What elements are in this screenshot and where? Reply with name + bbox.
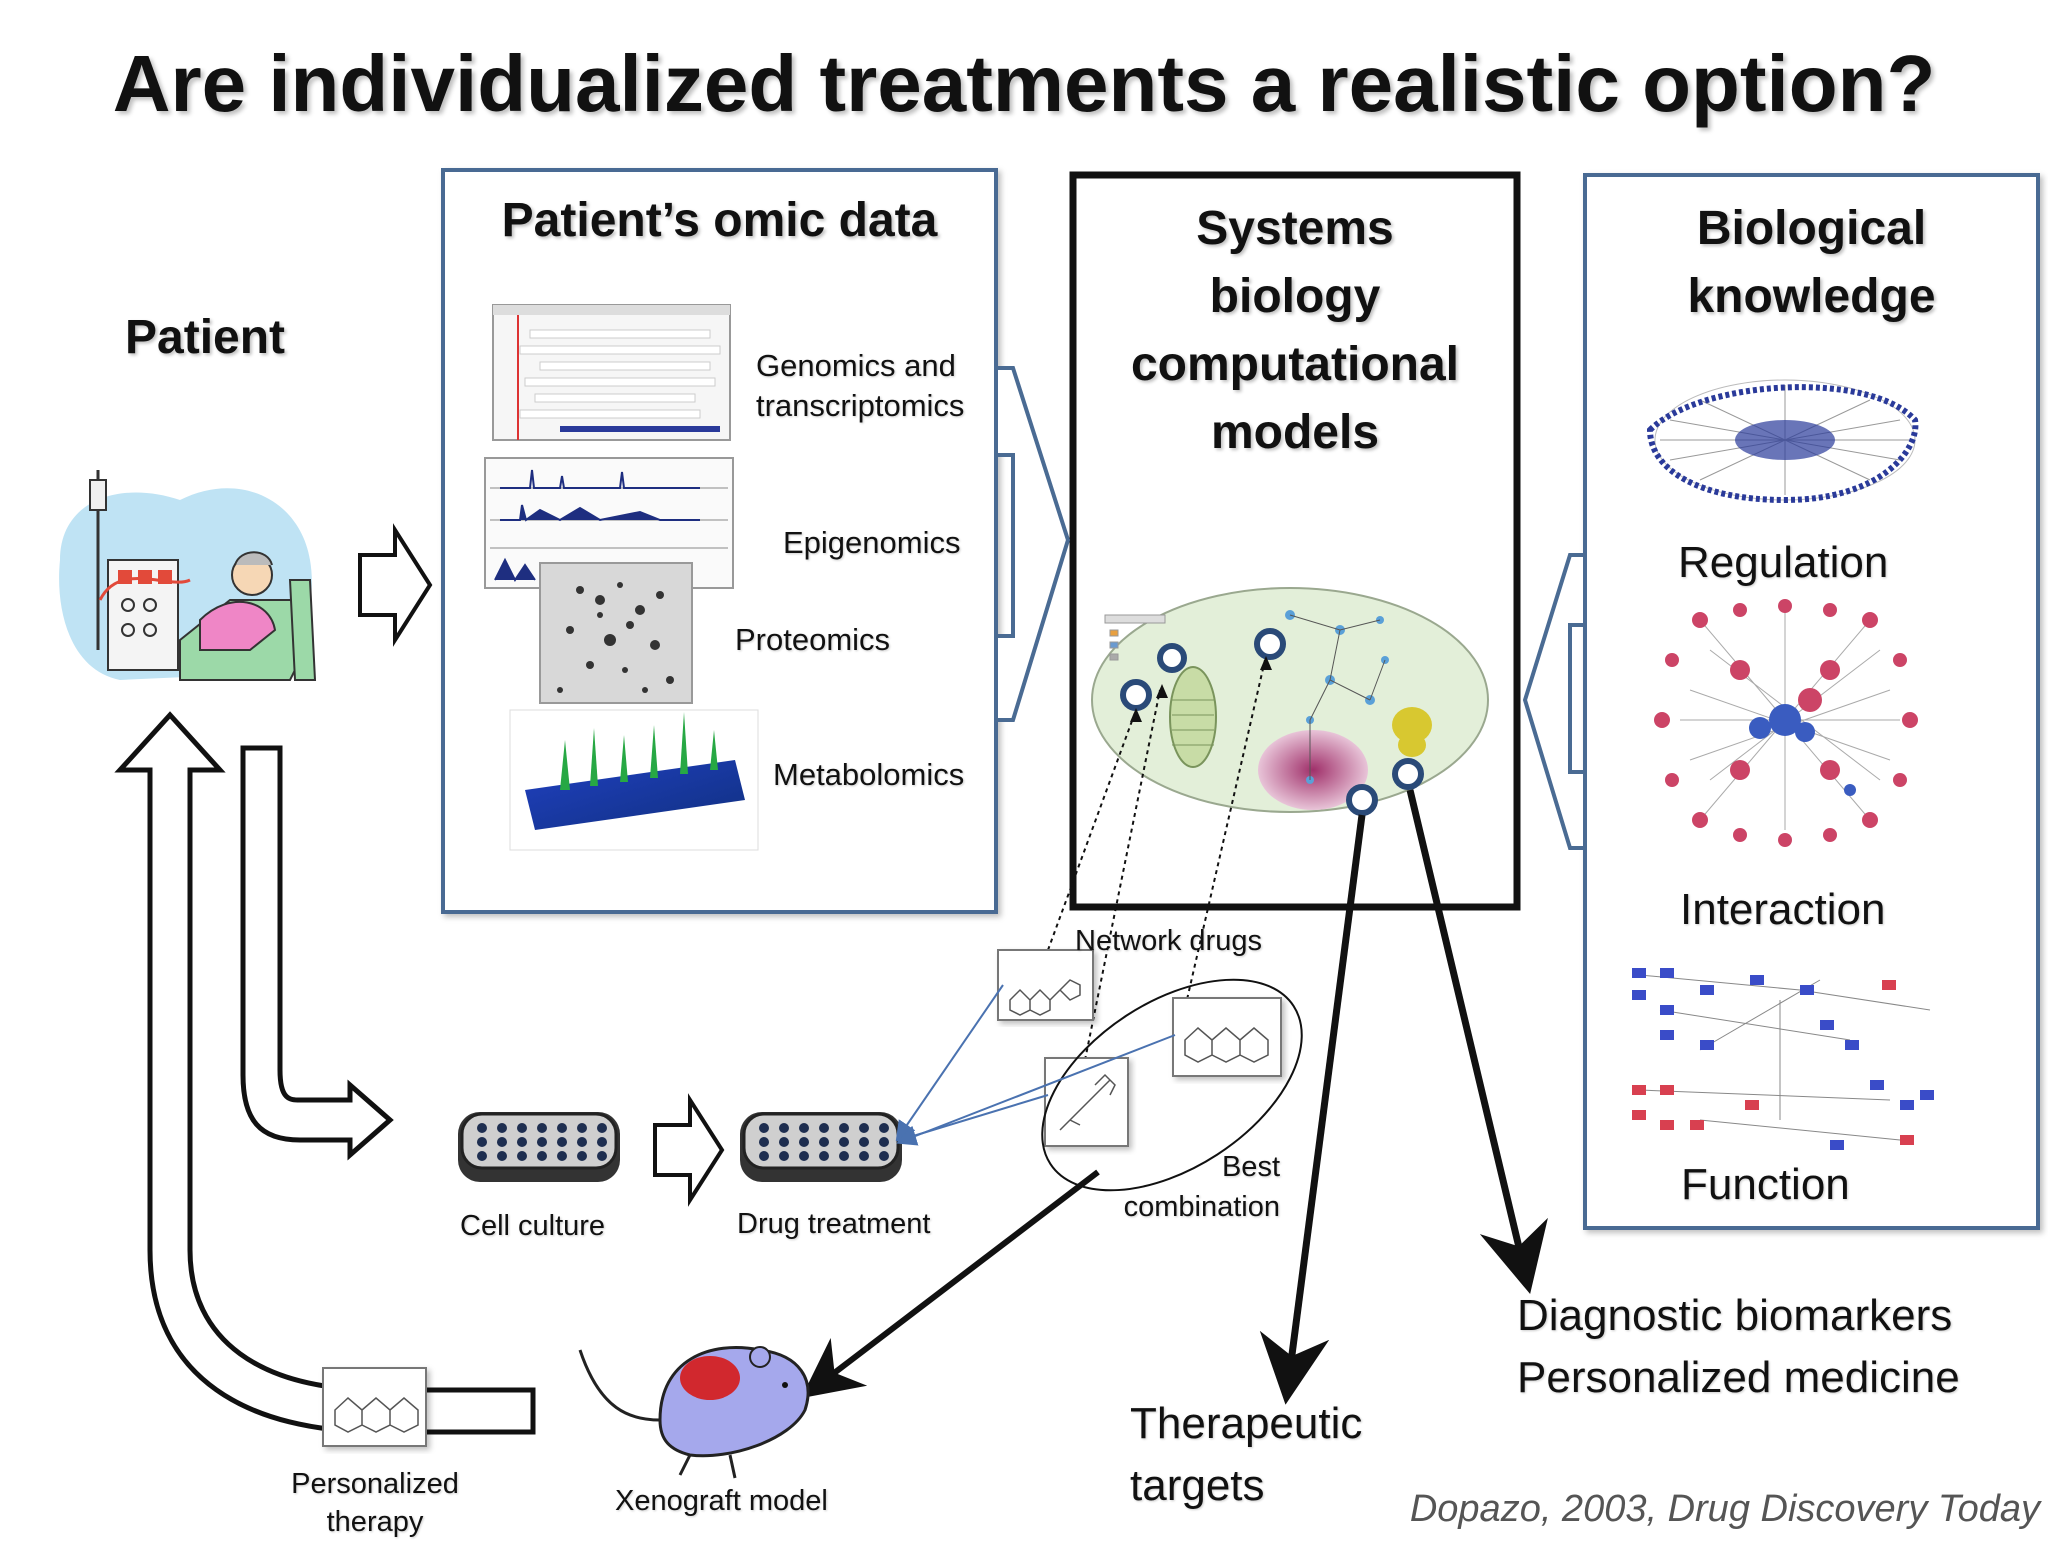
genomics-screenshot: [492, 304, 731, 441]
therapeutic-line: targets: [1130, 1461, 1265, 1510]
best-combination-line: combination: [1123, 1191, 1280, 1223]
systems-heading-line: models: [1210, 406, 1380, 459]
bio-heading-line: Biological: [1696, 202, 1927, 255]
bio-heading: Biological knowledge: [1585, 195, 2038, 331]
therapeutic-outcome: Therapeutic targets: [1130, 1393, 1362, 1517]
drug-treatment-plate: [740, 1112, 902, 1182]
diagnostic-line: Diagnostic biomarkers: [1517, 1291, 1953, 1340]
xenograft-label: Xenograft model: [615, 1485, 828, 1517]
xenograft-mouse: [578, 1346, 810, 1479]
chemical-structure-therapy: [322, 1367, 427, 1447]
omic-item-genomics: Genomics and: [756, 348, 956, 383]
bio-item-interaction: Interaction: [1680, 885, 1886, 934]
network-drugs-label: Network drugs: [1075, 925, 1262, 957]
bio-item-function: Function: [1681, 1160, 1850, 1209]
diagnostic-line: Personalized medicine: [1517, 1353, 1960, 1402]
omic-item-epigenomics: Epigenomics: [783, 525, 961, 560]
cell-culture-plate: [458, 1112, 620, 1182]
cell-model: [1091, 587, 1489, 816]
omic-item-proteomics: Proteomics: [735, 622, 891, 657]
systems-heading-line: Systems: [1196, 202, 1394, 255]
regulation-network: [1646, 379, 1919, 504]
target-dotted-lines: [1047, 659, 1266, 1061]
personalized-therapy-line: Personalized: [291, 1468, 459, 1500]
metabolomics-plot: [509, 709, 759, 851]
therapeutic-line: Therapeutic: [1130, 1399, 1363, 1448]
best-combination-ellipse: [1041, 978, 1303, 1192]
cell-culture-label: Cell culture: [460, 1210, 606, 1242]
patient-label: Patient: [125, 311, 286, 364]
omic-heading: Patient’s omic data: [501, 194, 938, 247]
combination-to-xenograft-arrow: [801, 1169, 1100, 1399]
systems-heading-line: biology: [1209, 270, 1381, 323]
chemical-structure-1: [997, 949, 1094, 1021]
bio-to-systems-arrow: [1522, 553, 1587, 850]
proteomics-gel: [539, 562, 693, 704]
systems-to-diagnostic-arrow: [1406, 789, 1548, 1295]
drug-treatment-label: Drug treatment: [737, 1208, 931, 1240]
page-title: Are individualized treatments a realisti…: [112, 39, 1936, 128]
interaction-network: [1654, 599, 1918, 847]
diagnostic-outcome: Diagnostic biomarkers Personalized medic…: [1517, 1285, 1960, 1409]
chemical-structure-2: [1172, 997, 1282, 1077]
cell-to-drug-arrow: [653, 1093, 725, 1207]
target-pointer-arrows: [1130, 656, 1272, 722]
drug-to-plate-lines: [895, 984, 1176, 1146]
systems-heading: Systems biology computational models: [1073, 195, 1517, 467]
omic-item-metabolomics: Metabolomics: [773, 757, 965, 792]
systems-heading-line: computational: [1130, 338, 1459, 391]
function-pathway: [1632, 968, 1934, 1150]
chemical-structure-3: [1044, 1057, 1129, 1147]
best-combination-line: Best: [1221, 1151, 1280, 1183]
personalized-therapy-label: Personalized therapy: [275, 1465, 475, 1541]
personalized-therapy-line: therapy: [326, 1506, 424, 1538]
bio-heading-line: knowledge: [1687, 270, 1936, 323]
citation: Dopazo, 2003, Drug Discovery Today: [1409, 1488, 2040, 1530]
therapy-return-arrow: [114, 711, 536, 1435]
systems-to-therapeutic-arrow: [1259, 814, 1366, 1405]
patient-illustration: [59, 470, 317, 681]
patient-to-cell-culture-arrow: [240, 745, 394, 1161]
omic-item-transcriptomics: transcriptomics: [756, 388, 965, 423]
best-combination-label: Best combination: [1100, 1147, 1280, 1227]
patient-to-omic-arrow: [358, 523, 433, 647]
bio-item-regulation: Regulation: [1678, 538, 1889, 587]
omic-to-systems-arrow: [994, 366, 1071, 722]
